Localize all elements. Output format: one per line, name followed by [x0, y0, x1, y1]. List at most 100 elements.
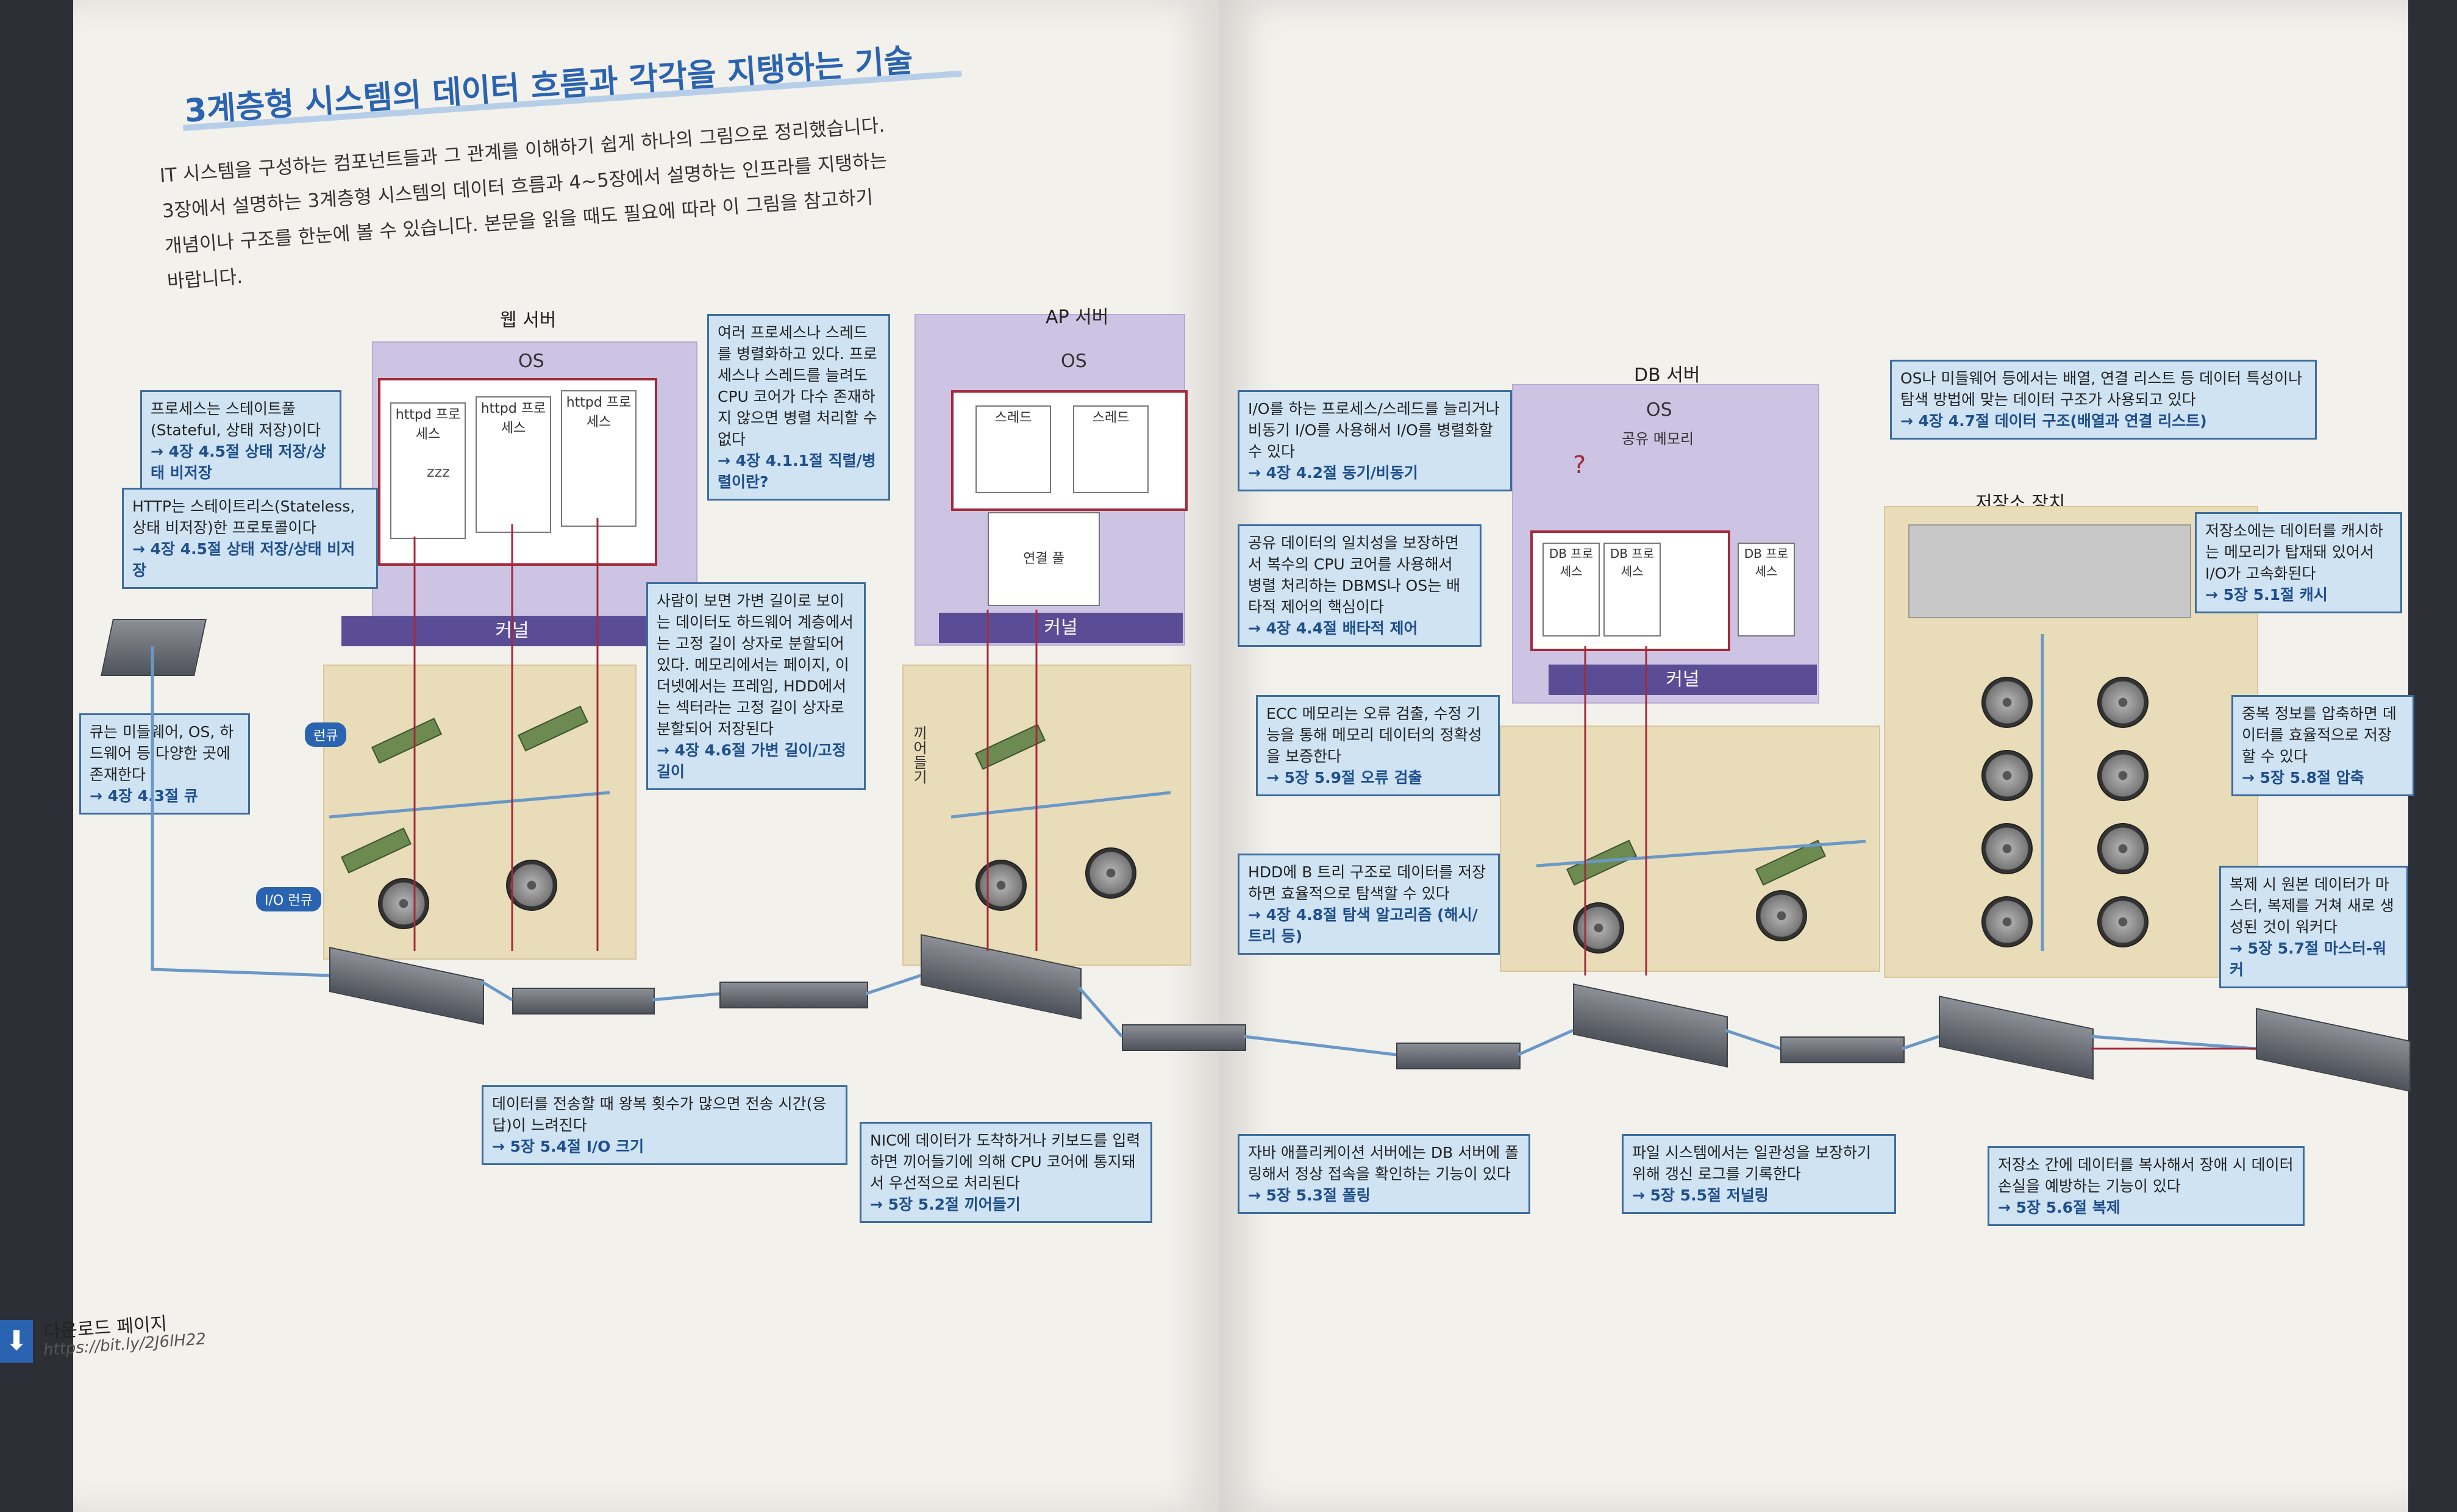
- callout-reference: → 5장 5.5절 저널링: [1632, 1186, 1769, 1204]
- callout-text: 중복 정보를 압축하면 데이터를 효율적으로 저장할 수 있다: [2242, 705, 2397, 765]
- hdd-disk: [1981, 750, 2033, 801]
- question-mark: ?: [1573, 451, 1586, 479]
- callout-fixed-length: 사람이 보면 가변 길이로 보이는 데이터도 하드웨어 계층에서는 고정 길이 …: [646, 582, 866, 790]
- callout-reference: → 4장 4.4절 배타적 제어: [1248, 619, 1418, 637]
- httpd-process: httpd 프로세스: [390, 402, 466, 539]
- callout-reference: → 5장 5.1절 캐시: [2205, 586, 2328, 604]
- callout-reference: → 5장 5.9절 오류 검출: [1266, 769, 1422, 786]
- hdd-disk: [1573, 902, 1624, 954]
- callout-text: 공유 데이터의 일치성을 보장하면서 복수의 CPU 코어를 사용해서 병렬 처…: [1248, 534, 1461, 616]
- callout-compression: 중복 정보를 압축하면 데이터를 효율적으로 저장할 수 있다 → 5장 5.8…: [2231, 695, 2414, 796]
- db-process: DB 프로세스: [1738, 543, 1795, 637]
- callout-text: 자바 애플리케이션 서버에는 DB 서버에 폴링해서 정상 접속을 확인하는 기…: [1248, 1144, 1519, 1183]
- httpd-process: httpd 프로세스: [561, 390, 637, 527]
- network-switch: [1780, 1036, 1905, 1063]
- connection-pool: 연결 풀: [988, 512, 1100, 606]
- callout-text: ECC 메모리는 오류 검출, 수정 기능을 통해 메모리 데이터의 정확성을 …: [1266, 705, 1482, 765]
- callout-reference: → 4장 4.5절 상태 저장/상태 비저장: [132, 540, 355, 579]
- network-switch: [512, 988, 655, 1015]
- callout-text: 사람이 보면 가변 길이로 보이는 데이터도 하드웨어 계층에서는 고정 길이 …: [657, 592, 854, 738]
- web-server-title: 웹 서버: [500, 310, 557, 331]
- callout-journaling: 파일 시스템에서는 일관성을 보장하기 위해 갱신 로그를 기록한다 → 5장 …: [1622, 1134, 1896, 1214]
- db-process: DB 프로세스: [1542, 543, 1600, 637]
- callout-stateful: 프로세스는 스테이트풀(Stateful, 상태 저장)이다 → 4장 4.5절…: [140, 390, 341, 491]
- hdd-disk: [1085, 847, 1136, 899]
- io-run-queue-badge: I/O 런큐: [256, 887, 321, 911]
- hdd-disk: [378, 878, 429, 929]
- callout-reference: → 4장 4.5절 상태 저장/상태 비저장: [151, 443, 326, 482]
- callout-text: I/O를 하는 프로세스/스레드를 늘리거나 비동기 I/O를 사용해서 I/O…: [1248, 400, 1500, 460]
- ap-hardware: [902, 665, 1191, 966]
- callout-polling: 자바 애플리케이션 서버에는 DB 서버에 폴링해서 정상 접속을 확인하는 기…: [1238, 1134, 1530, 1214]
- callout-sync-async: I/O를 하는 프로세스/스레드를 늘리거나 비동기 I/O를 사용해서 I/O…: [1238, 390, 1512, 491]
- network-switch: [1122, 1024, 1246, 1051]
- callout-exclusive-control: 공유 데이터의 일치성을 보장하면서 복수의 CPU 코어를 사용해서 병렬 처…: [1238, 524, 1482, 647]
- callout-text: 파일 시스템에서는 일관성을 보장하기 위해 갱신 로그를 기록한다: [1632, 1144, 1871, 1183]
- shared-memory-label: 공유 메모리: [1622, 430, 1694, 448]
- callout-text: 프로세스는 스테이트풀(Stateful, 상태 저장)이다: [151, 400, 321, 439]
- storage-cache-area: [1908, 524, 2191, 618]
- hdd-disk: [2097, 823, 2149, 874]
- callout-text: 데이터를 전송할 때 왕복 횟수가 많으면 전송 시간(응답)이 느려진다: [492, 1095, 827, 1134]
- db-kernel: 커널: [1549, 665, 1817, 695]
- callout-reference: → 4장 4.7절 데이터 구조(배열과 연결 리스트): [1900, 412, 2207, 430]
- ap-server-title: AP 서버: [1046, 307, 1109, 328]
- callout-ecc: ECC 메모리는 오류 검출, 수정 기능을 통해 메모리 데이터의 정확성을 …: [1256, 695, 1500, 796]
- callout-text: HTTP는 스테이트리스(Stateless, 상태 비저장)한 프로토콜이다: [132, 497, 355, 537]
- ap-kernel: 커널: [939, 613, 1183, 643]
- callout-io-size: 데이터를 전송할 때 왕복 횟수가 많으면 전송 시간(응답)이 느려진다 → …: [482, 1085, 847, 1165]
- callout-reference: → 4장 4.2절 동기/비동기: [1248, 464, 1418, 482]
- callout-reference: → 4장 4.1.1절 직렬/병렬이란?: [718, 452, 876, 491]
- callout-reference: → 5장 5.7절 마스터-워커: [2230, 940, 2387, 979]
- httpd-process: httpd 프로세스: [476, 396, 551, 533]
- callout-text: 큐는 미들웨어, OS, 하드웨어 등 다양한 곳에 존재한다: [90, 723, 234, 783]
- web-os-label: OS: [518, 351, 544, 372]
- callout-reference: → 4장 4.3절 큐: [90, 787, 198, 805]
- callout-reference: → 4장 4.6절 가변 길이/고정 길이: [657, 741, 846, 780]
- db-server-title: DB 서버: [1634, 365, 1700, 386]
- hdd-disk: [975, 860, 1027, 911]
- callout-reference: → 5장 5.8절 압축: [2242, 769, 2364, 786]
- hdd-disk: [1981, 677, 2033, 728]
- callout-parallel: 여러 프로세스나 스레드를 병렬화하고 있다. 프로세스나 스레드를 늘려도 C…: [707, 314, 890, 501]
- callout-text: OS나 미들웨어 등에서는 배열, 연결 리스트 등 데이터 특성이나 탐색 방…: [1900, 369, 2303, 408]
- download-icon: ⬇: [0, 1320, 33, 1363]
- callout-text: 저장소 간에 데이터를 복사해서 장애 시 데이터 손실을 예방하는 기능이 있…: [1998, 1156, 2294, 1195]
- callout-stateless: HTTP는 스테이트리스(Stateless, 상태 비저장)한 프로토콜이다 …: [122, 488, 378, 589]
- callout-interrupt: NIC에 데이터가 도착하거나 키보드를 입력하면 끼어들기에 의해 CPU 코…: [860, 1122, 1152, 1223]
- callout-text: 복제 시 원본 데이터가 마스터, 복제를 거쳐 새로 생성된 것이 워커다: [2230, 875, 2394, 936]
- callout-text: HDD에 B 트리 구조로 데이터를 저장하면 효율적으로 탐색할 수 있다: [1248, 863, 1486, 902]
- callout-replication: 저장소 간에 데이터를 복사해서 장애 시 데이터 손실을 예방하는 기능이 있…: [1988, 1146, 2305, 1226]
- interrupt-label: 끼어들기: [910, 726, 927, 784]
- callout-reference: → 5장 5.4절 I/O 크기: [492, 1138, 644, 1155]
- ap-os-label: OS: [1061, 351, 1087, 372]
- hdd-disk: [506, 860, 557, 911]
- network-switch: [719, 982, 868, 1008]
- hdd-disk: [2097, 896, 2149, 947]
- callout-cache: 저장소에는 데이터를 캐시하는 메모리가 탑재돼 있어서 I/O가 고속화된다 …: [2195, 512, 2402, 613]
- callout-master-worker: 복제 시 원본 데이터가 마스터, 복제를 거쳐 새로 생성된 것이 워커다 →…: [2219, 866, 2408, 988]
- sleep-zzz: zzz: [427, 463, 450, 480]
- callout-queue: 큐는 미들웨어, OS, 하드웨어 등 다양한 곳에 존재한다 → 4장 4.3…: [79, 713, 250, 815]
- db-os-label: OS: [1646, 399, 1672, 421]
- hdd-disk: [1756, 890, 1807, 941]
- callout-text: 여러 프로세스나 스레드를 병렬화하고 있다. 프로세스나 스레드를 늘려도 C…: [718, 324, 877, 448]
- db-process: DB 프로세스: [1603, 543, 1661, 637]
- callout-reference: → 5장 5.6절 복제: [1998, 1199, 2120, 1216]
- hdd-disk: [2097, 750, 2149, 801]
- callout-data-structure: OS나 미들웨어 등에서는 배열, 연결 리스트 등 데이터 특성이나 탐색 방…: [1890, 360, 2317, 440]
- thread: 스레드: [975, 405, 1051, 493]
- callout-reference: → 5장 5.2절 끼어들기: [870, 1196, 1021, 1213]
- callout-text: 저장소에는 데이터를 캐시하는 메모리가 탑재돼 있어서 I/O가 고속화된다: [2205, 522, 2383, 582]
- thread: 스레드: [1073, 405, 1149, 493]
- callout-btree: HDD에 B 트리 구조로 데이터를 저장하면 효율적으로 탐색할 수 있다 →…: [1238, 854, 1500, 955]
- callout-reference: → 4장 4.8절 탐색 알고리즘 (해시/트리 등): [1248, 906, 1478, 945]
- hdd-disk: [1981, 896, 2033, 947]
- network-switch: [1396, 1043, 1521, 1069]
- hdd-disk: [1981, 823, 2033, 874]
- run-queue-badge: 런큐: [305, 722, 347, 747]
- callout-reference: → 5장 5.3절 폴링: [1248, 1186, 1371, 1204]
- callout-text: NIC에 데이터가 도착하거나 키보드를 입력하면 끼어들기에 의해 CPU 코…: [870, 1132, 1141, 1192]
- hdd-disk: [2097, 677, 2149, 728]
